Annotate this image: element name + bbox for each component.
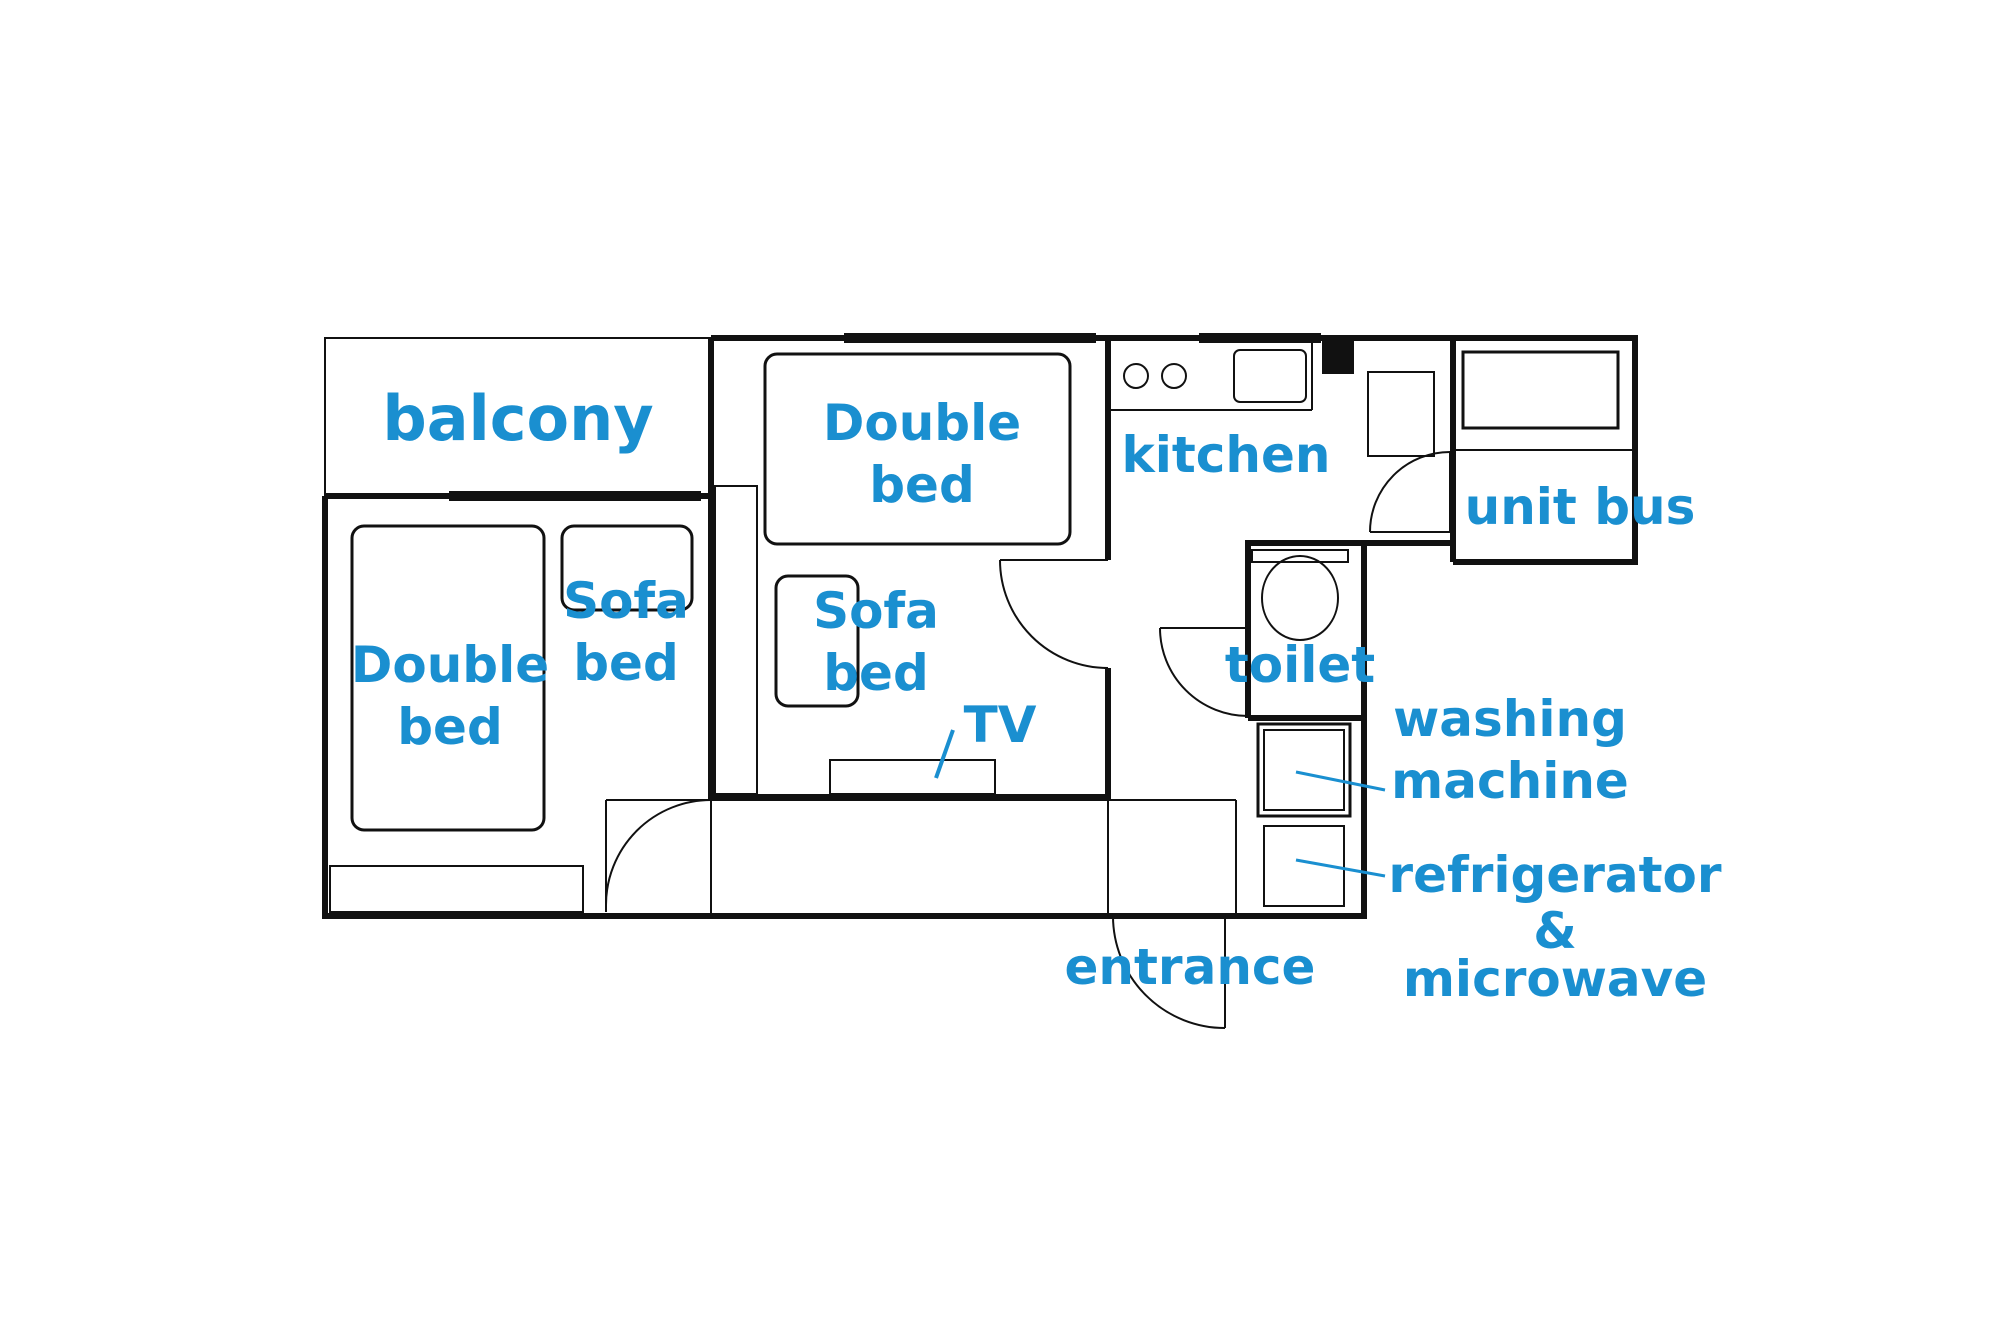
washing-machine-pointer [1295, 770, 1386, 792]
label-refrigerator-line1: refrigerator [1388, 846, 1721, 904]
tv-pointer [934, 729, 955, 779]
kitchen-sink [1233, 349, 1307, 403]
sofa-bed-2 [774, 574, 860, 708]
label-double-bed-1-line2: bed [397, 698, 503, 756]
refrigerator-pointer [1295, 858, 1386, 878]
bench-room-1 [329, 865, 584, 913]
door-toilet [1159, 627, 1249, 717]
label-washing-machine-line2: machine [1391, 752, 1629, 810]
label-refrigerator-line2: & [1533, 902, 1577, 960]
toilet-tank [1251, 549, 1349, 563]
label-washing-machine-line1: washing [1393, 690, 1627, 748]
washing-machine [1256, 722, 1352, 818]
windows [449, 333, 1321, 501]
closet-room-2 [714, 485, 758, 795]
label-refrigerator-line3: microwave [1403, 950, 1707, 1008]
label-toilet: toilet [1225, 636, 1375, 694]
label-sofa-bed-2-line1: Sofa [813, 582, 939, 640]
sofa-bed-1 [560, 524, 694, 612]
tv-stand [829, 759, 996, 795]
kitchen-counter [1108, 338, 1313, 411]
label-unit-bus: unit bus [1465, 478, 1696, 536]
kitchen-cabinet [1367, 371, 1435, 457]
label-double-bed-2-line1: Double [823, 394, 1021, 452]
label-tv: TV [964, 696, 1037, 754]
door-unit-bus [1369, 451, 1451, 533]
double-bed-2 [763, 352, 1072, 546]
bathtub [1461, 350, 1620, 430]
label-sofa-bed-2-line2: bed [823, 644, 929, 702]
stove-burner-right [1161, 363, 1187, 389]
label-double-bed-2-line2: bed [869, 456, 975, 514]
label-sofa-bed-1-line2: bed [573, 634, 679, 692]
washing-machine-inner [1263, 729, 1345, 811]
door-room-2 [999, 559, 1109, 669]
label-entrance: entrance [1065, 938, 1316, 996]
kitchen-column [1322, 338, 1354, 374]
refrigerator [1263, 825, 1345, 907]
label-balcony: balcony [382, 382, 653, 455]
stove-burner-left [1123, 363, 1149, 389]
label-sofa-bed-1-line1: Sofa [563, 572, 689, 630]
door-room-1 [605, 799, 712, 912]
interior-walls [606, 338, 1456, 916]
toilet-bowl [1261, 555, 1339, 641]
label-double-bed-1-line1: Double [351, 636, 549, 694]
label-kitchen: kitchen [1121, 426, 1330, 484]
door-entrance [1112, 915, 1226, 1029]
double-bed-1 [350, 524, 546, 832]
